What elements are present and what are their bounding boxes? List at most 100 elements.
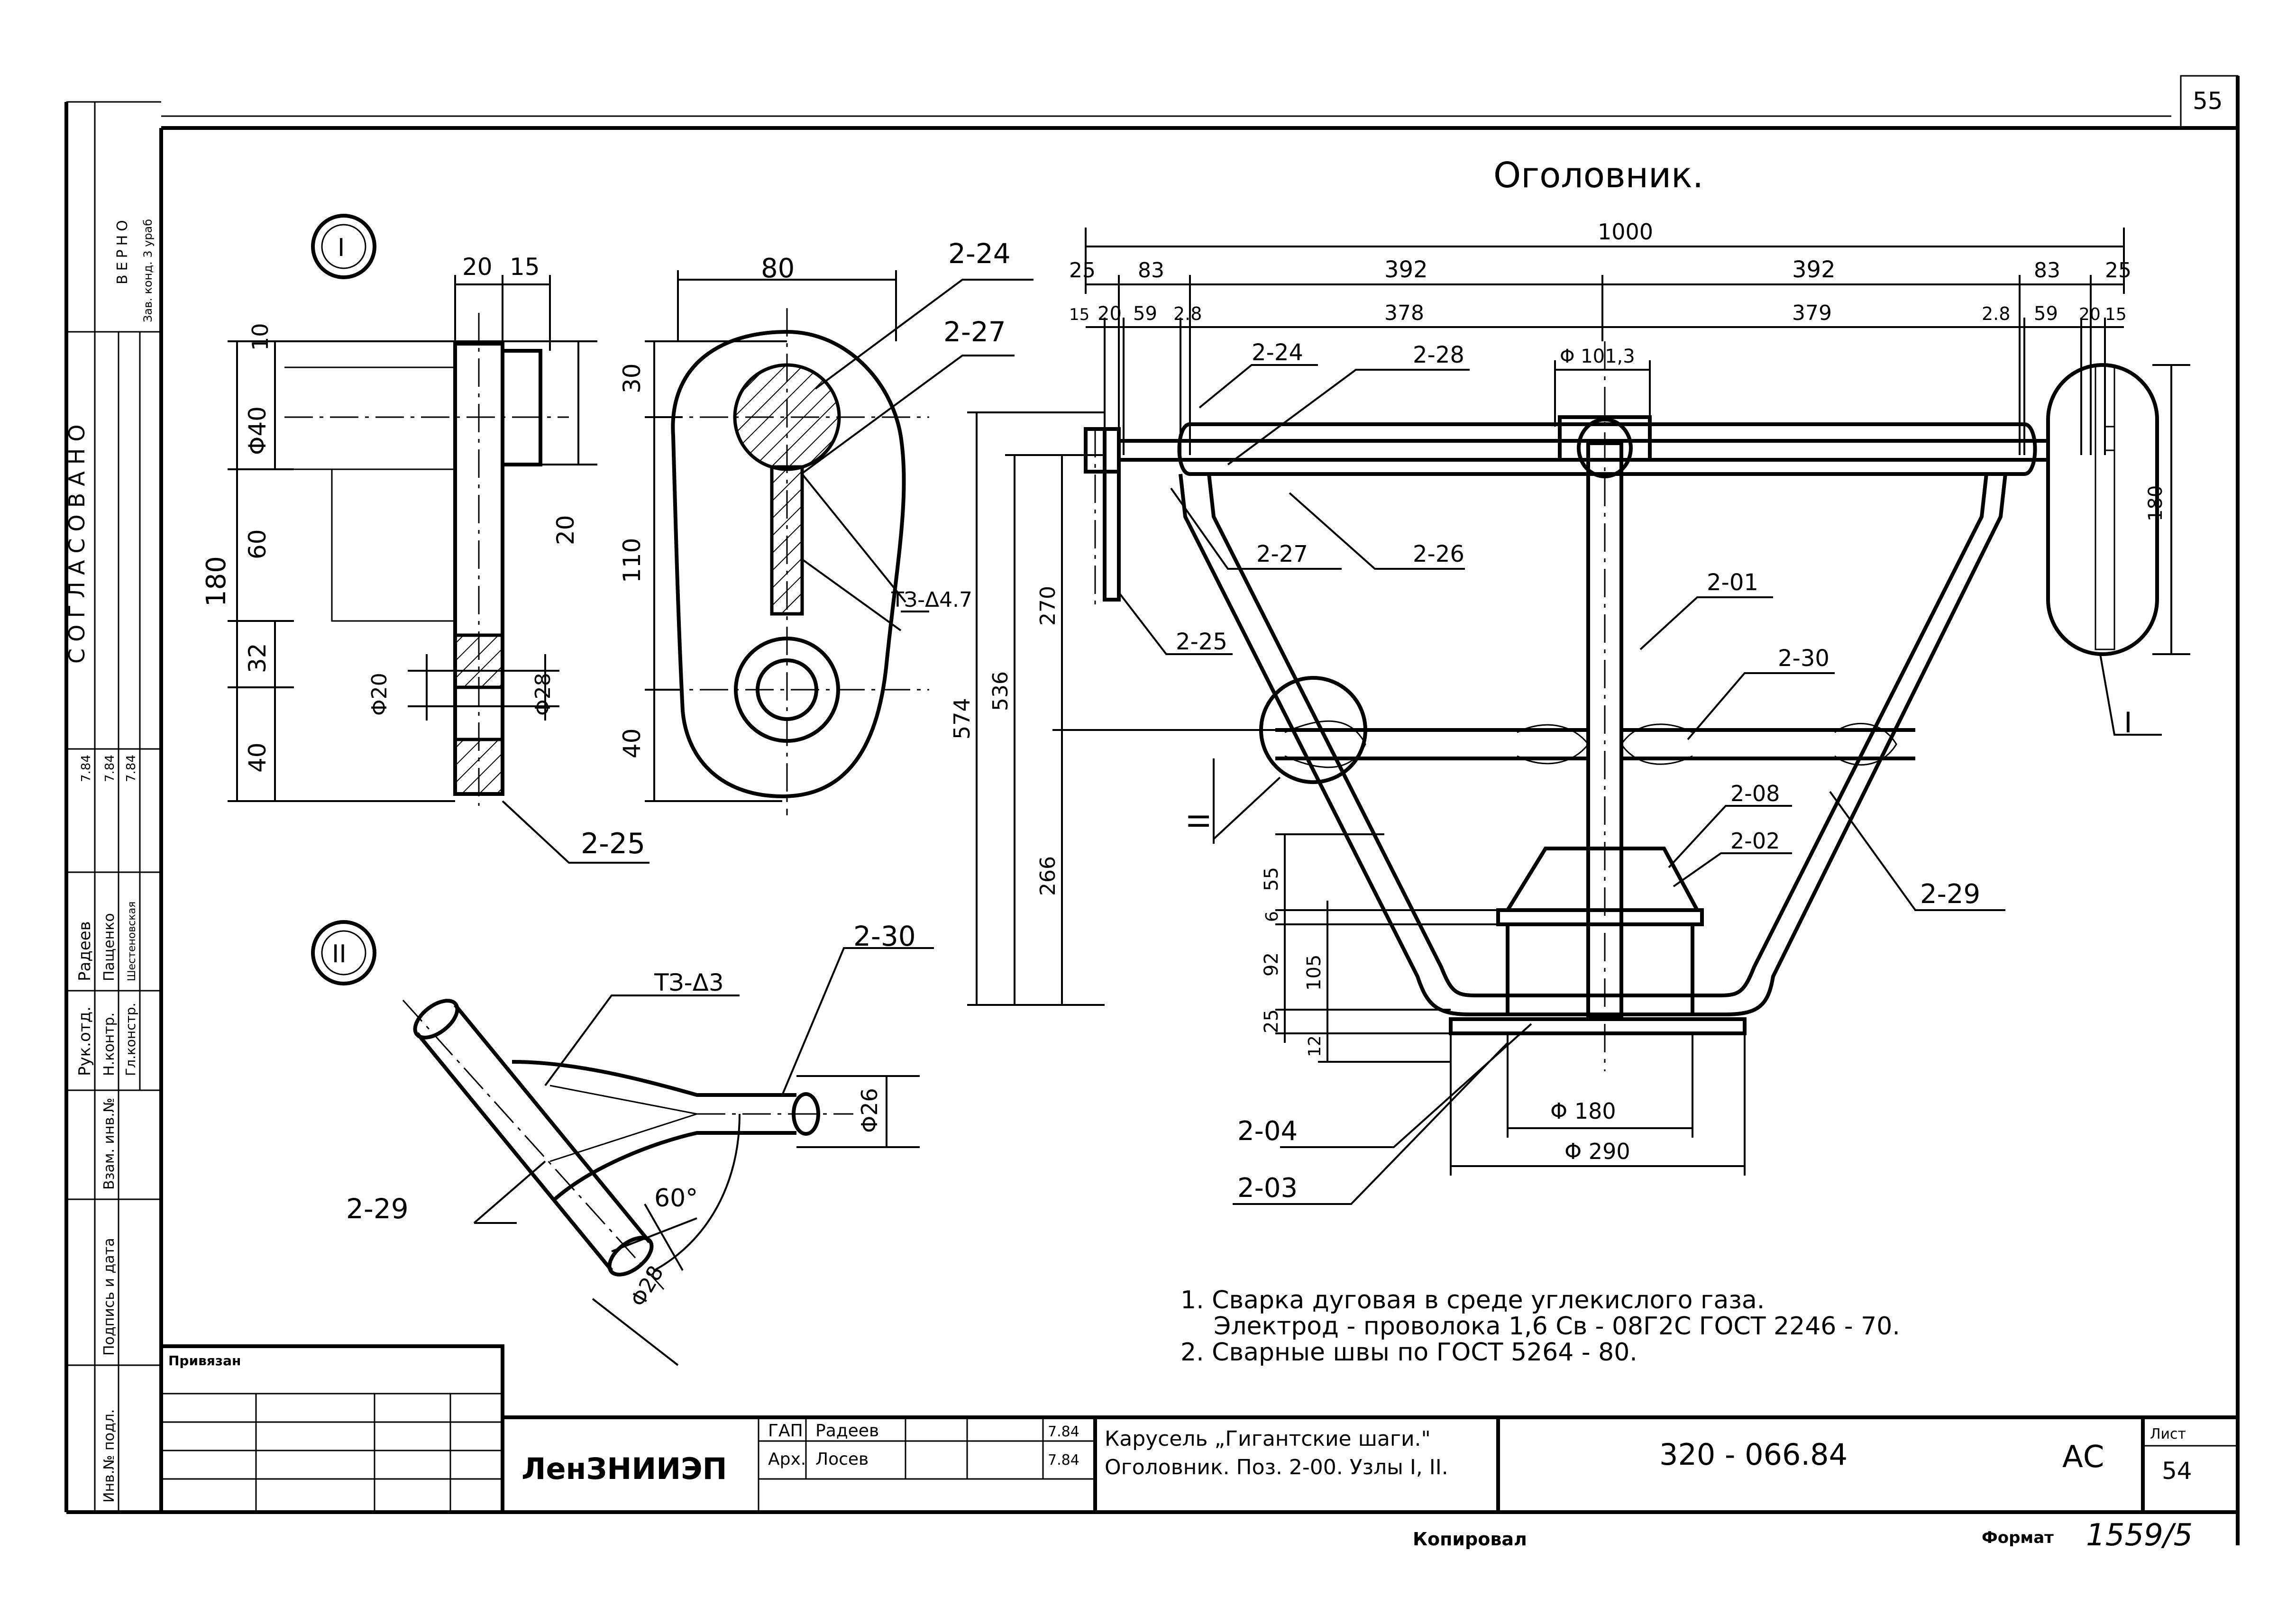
dim-55: 55 bbox=[1261, 867, 1282, 891]
dim-105: 105 bbox=[1303, 955, 1325, 991]
part-2-01-main: 2-01 bbox=[1707, 569, 1758, 596]
dim-40: 40 bbox=[244, 742, 271, 773]
dim-378: 378 bbox=[1384, 301, 1424, 325]
date-arch: 7.84 bbox=[1048, 1452, 1079, 1469]
inventory-label-2: Подпись и дата bbox=[101, 1238, 118, 1356]
part-2-24-main: 2-24 bbox=[1252, 339, 1303, 366]
note-2: 2. Сварные швы по ГОСТ 5264 - 80. bbox=[1180, 1338, 1637, 1367]
dim-phi40: Φ40 bbox=[244, 406, 271, 455]
part-2-30-main: 2-30 bbox=[1778, 645, 1829, 672]
title-block bbox=[159, 1344, 2240, 1514]
dim-15-top: 15 bbox=[510, 253, 540, 281]
dim-12: 12 bbox=[1305, 1035, 1325, 1057]
date-2: 7.84 bbox=[103, 755, 117, 782]
dim-25-bottom: 25 bbox=[1261, 1009, 1282, 1033]
dim-266: 266 bbox=[1036, 856, 1060, 896]
date-1: 7.84 bbox=[79, 755, 93, 782]
dim-phi290: Φ 290 bbox=[1564, 1139, 1630, 1164]
part-2-26-main: 2-26 bbox=[1413, 541, 1464, 567]
copy-note-2: Зав. конд. 3 ураб bbox=[141, 219, 155, 322]
copy-note: ВЕРНО bbox=[114, 216, 131, 284]
dim-phi26: Φ26 bbox=[857, 1088, 882, 1133]
dim-phi180: Φ 180 bbox=[1550, 1098, 1616, 1124]
page-number: 55 bbox=[2193, 87, 2223, 115]
dim-25-right: 25 bbox=[2105, 258, 2131, 283]
dim-379: 379 bbox=[1792, 301, 1832, 325]
dim-2-8-right: 2.8 bbox=[1982, 303, 2010, 324]
format-value: 1559/5 bbox=[2086, 1518, 2193, 1553]
part-2-25-label: 2-25 bbox=[581, 827, 645, 860]
institute-name: ЛенЗНИИЭП bbox=[521, 1451, 727, 1486]
node-1-plate-view bbox=[645, 270, 1034, 815]
dim-180: 180 bbox=[201, 556, 232, 607]
dim-20-side: 20 bbox=[552, 515, 579, 545]
dim-phi28: Φ28 bbox=[531, 673, 555, 716]
inventory-label-1: Инв.№ подл. bbox=[101, 1409, 118, 1503]
dim-270: 270 bbox=[1036, 586, 1060, 626]
part-2-25-main: 2-25 bbox=[1176, 629, 1227, 655]
dim-92: 92 bbox=[1261, 952, 1282, 976]
name-3: Шестеновская bbox=[126, 902, 138, 981]
dim-30-plate: 30 bbox=[618, 363, 646, 393]
dim-392-left: 392 bbox=[1384, 256, 1428, 283]
date-3: 7.84 bbox=[124, 755, 138, 782]
dim-20-right: 20 bbox=[2079, 305, 2101, 324]
node-1-side-view bbox=[228, 214, 649, 864]
callout-node-2: II bbox=[1183, 813, 1216, 830]
document-code: 320 - 066.84 bbox=[1659, 1437, 1848, 1472]
weld-t3-node2: ТЗ-Δ3 bbox=[654, 969, 724, 996]
weld-t3-node1: ТЗ-Δ4.7 bbox=[891, 588, 972, 612]
part-2-24-label: 2-24 bbox=[948, 237, 1011, 270]
sheet-number: 54 bbox=[2162, 1457, 2192, 1485]
part-2-27-label: 2-27 bbox=[943, 316, 1006, 348]
name-2: Пащенко bbox=[101, 913, 118, 981]
part-2-04-main: 2-04 bbox=[1237, 1116, 1298, 1147]
dim-180-right: 180 bbox=[2145, 485, 2167, 521]
role-3: Гл.констр. bbox=[123, 1003, 138, 1076]
sheet-frame bbox=[64, 75, 2240, 1545]
project-title-1: Карусель „Гигантские шаги." bbox=[1105, 1427, 1431, 1451]
date-gap: 7.84 bbox=[1048, 1423, 1079, 1440]
role-gap: ГАП bbox=[768, 1421, 803, 1441]
name-gap: Радеев bbox=[815, 1421, 879, 1441]
part-2-02-main: 2-02 bbox=[1730, 828, 1780, 854]
sheet-label: Лист bbox=[2150, 1426, 2186, 1442]
dim-32: 32 bbox=[244, 643, 271, 673]
dim-15-left: 15 bbox=[1069, 305, 1089, 324]
dim-20-left: 20 bbox=[1098, 303, 1122, 325]
part-2-08-main: 2-08 bbox=[1730, 781, 1780, 806]
dim-15-right: 15 bbox=[2105, 305, 2127, 324]
stage-code: АС bbox=[2062, 1440, 2104, 1475]
dim-80: 80 bbox=[761, 253, 795, 284]
format-label: Формат bbox=[1982, 1528, 2054, 1547]
dim-phi20: Φ20 bbox=[367, 673, 392, 716]
note-1-cont: Электрод - проволока 1,6 Св - 08Г2С ГОСТ… bbox=[1214, 1312, 1900, 1341]
drawing-title: Оголовник. bbox=[1493, 155, 1703, 196]
dim-392-right: 392 bbox=[1792, 256, 1836, 283]
dim-10: 10 bbox=[247, 323, 273, 351]
dim-59-left: 59 bbox=[1133, 303, 1157, 325]
part-2-03-main: 2-03 bbox=[1237, 1173, 1298, 1204]
callout-node-1: I bbox=[2124, 706, 2132, 739]
part-2-30-label-node2: 2-30 bbox=[853, 920, 916, 952]
inventory-label-3: Взам. инв.№ bbox=[101, 1098, 118, 1190]
note-1: 1. Сварка дуговая в среде углекислого га… bbox=[1180, 1286, 1765, 1314]
role-arch: Арх. bbox=[768, 1450, 806, 1469]
copied-label: Копировал bbox=[1413, 1529, 1527, 1550]
dim-110-plate: 110 bbox=[618, 538, 646, 583]
dim-2-8-left: 2.8 bbox=[1173, 303, 1202, 324]
node-2-view bbox=[311, 920, 934, 1366]
dim-phi101: Φ 101,3 bbox=[1560, 346, 1635, 367]
node-1-marker: I bbox=[338, 234, 345, 262]
name-arch: Лосев bbox=[815, 1450, 869, 1469]
dim-83-left: 83 bbox=[1138, 258, 1164, 283]
dim-6: 6 bbox=[1262, 911, 1282, 922]
dim-1000: 1000 bbox=[1598, 219, 1653, 245]
project-title-2: Оголовник. Поз. 2-00. Узлы I, II. bbox=[1105, 1455, 1448, 1479]
role-2: Н.контр. bbox=[101, 1013, 118, 1076]
dim-40-plate: 40 bbox=[618, 728, 646, 758]
dim-25-left: 25 bbox=[1069, 258, 1096, 283]
dim-83-right: 83 bbox=[2034, 258, 2060, 283]
dim-574: 574 bbox=[949, 698, 975, 739]
